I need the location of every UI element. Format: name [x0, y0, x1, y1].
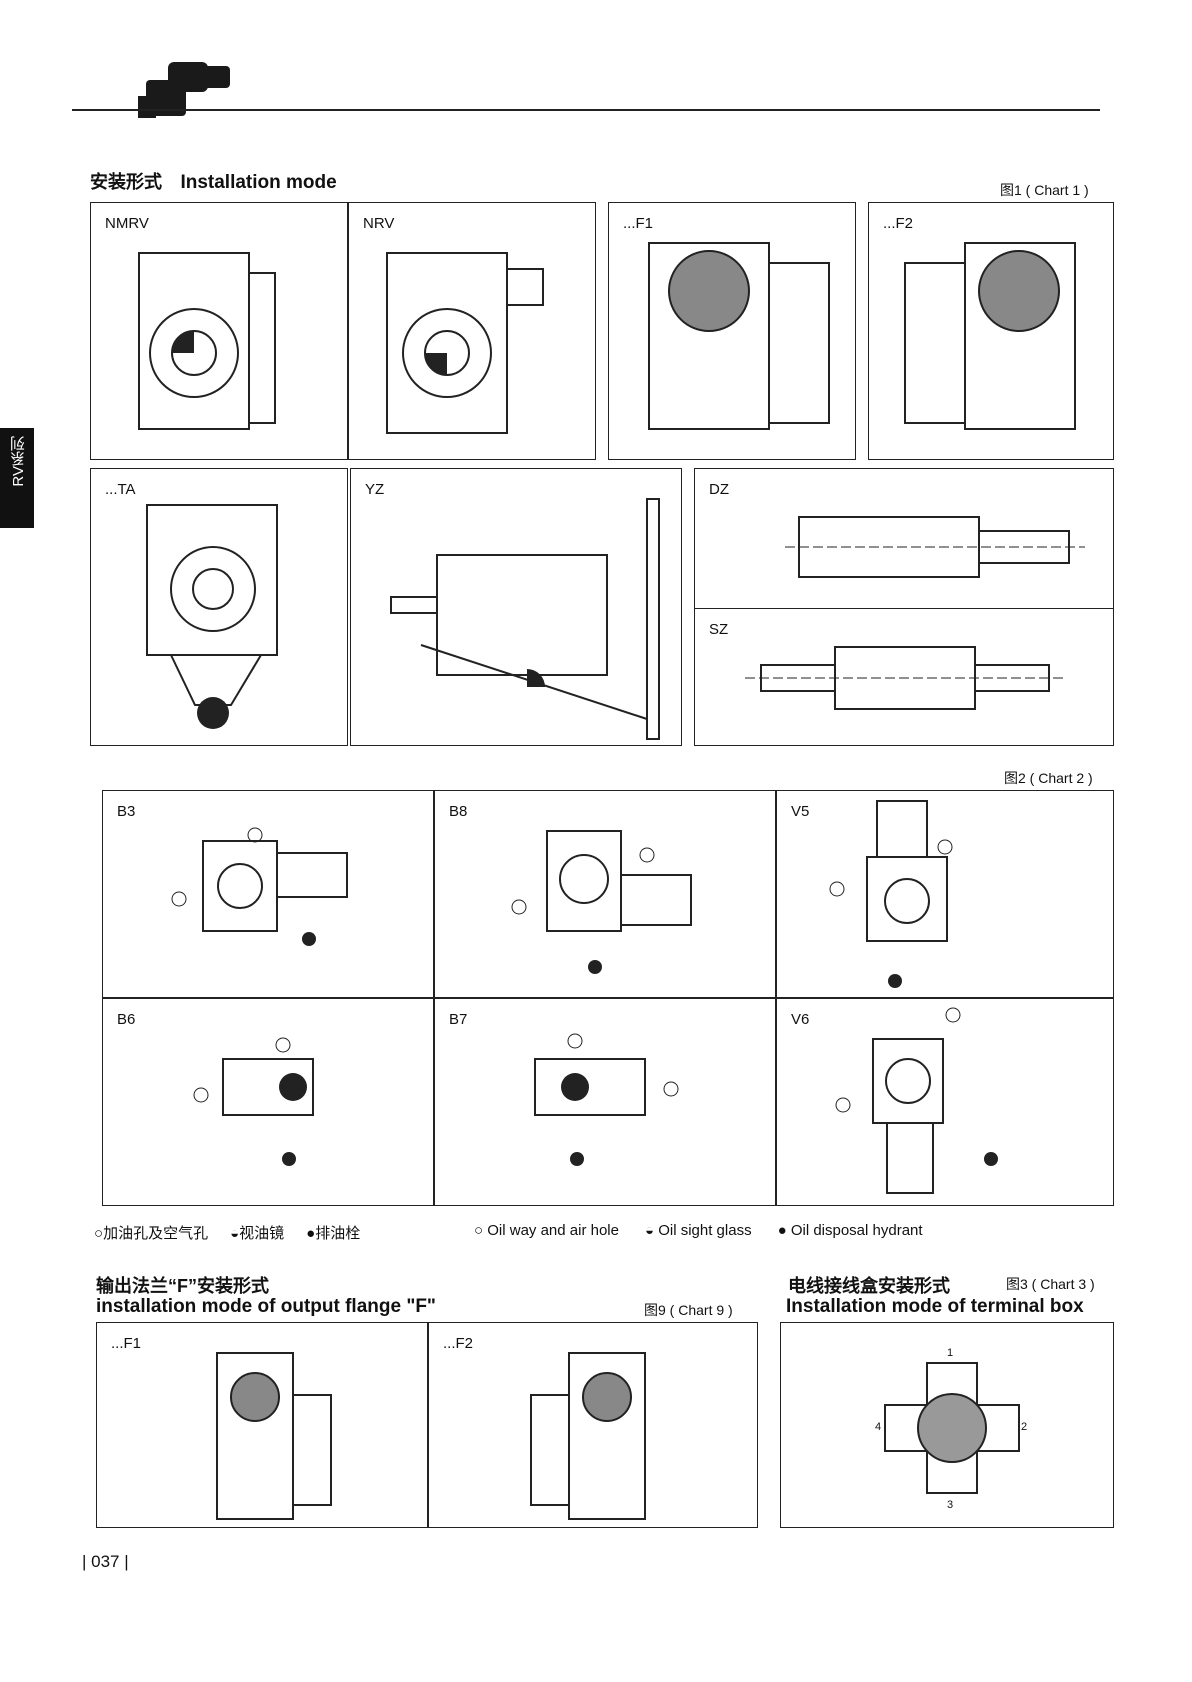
legend-item-oil-way: ○ Oil way and air hole [474, 1222, 619, 1239]
chart9-ref: 图9 ( Chart 9 ) [644, 1302, 733, 1318]
gearbox-drawing [386, 252, 544, 434]
panel-f2: ...F2 [868, 202, 1114, 460]
header-rule [72, 109, 1100, 111]
section1-title: 安装形式 Installation mode [90, 172, 337, 193]
panel-b8: B8 [434, 790, 776, 998]
chart1-ref: 图1 ( Chart 1 ) [1000, 182, 1089, 198]
header-product-image [138, 62, 230, 118]
section4-title-en: Installation mode of terminal box [786, 1296, 1084, 1317]
panel-v5: V5 [776, 790, 1114, 998]
chart2-ref: 图2 ( Chart 2 ) [1004, 770, 1093, 786]
panel-terminal-box: 1 2 3 4 [780, 1322, 1114, 1528]
section4-title-cn: 电线接线盒安装形式 [788, 1276, 950, 1296]
mounting-drawing [193, 1037, 314, 1166]
legend-item-disposal-cn: ●排油栓 [306, 1225, 361, 1242]
panel-f1: ...F1 [608, 202, 856, 460]
mounting-drawing [829, 800, 953, 988]
panel-v6: V6 [776, 998, 1114, 1206]
panel-sz: SZ [694, 608, 1114, 746]
panel-dz: DZ [694, 468, 1114, 610]
terminal-position-4: 4 [875, 1421, 882, 1433]
legend-item-disposal: ● Oil disposal hydrant [777, 1222, 923, 1239]
panel-b6: B6 [102, 998, 434, 1206]
side-tab-series: RV系列 [0, 428, 34, 528]
legend-cn: ○加油孔及空气孔 ◒视油镜 ●排油栓 [94, 1222, 360, 1243]
panel-yz: YZ [350, 468, 682, 746]
mounting-drawing [534, 1033, 679, 1166]
header-graphic [72, 62, 1100, 118]
legend-item-sight-glass: ◒ Oil sight glass [644, 1222, 752, 1239]
legend-en: ○ Oil way and air hole ◒ Oil sight glass… [474, 1222, 923, 1239]
legend-item-oil-way-cn: ○加油孔及空气孔 [94, 1225, 209, 1242]
legend-item-sight-glass-cn: ◒视油镜 [230, 1225, 285, 1242]
gearbox-drawing [146, 504, 278, 729]
terminal-box-drawing [884, 1362, 1020, 1494]
gearbox-drawing [648, 242, 830, 430]
gearbox-drawing [390, 498, 660, 740]
panel-nmrv: NMRV [90, 202, 348, 460]
panel-b3: B3 [102, 790, 434, 998]
section3-title-cn: 输出法兰“F”安装形式 [96, 1276, 269, 1296]
mounting-drawing [835, 1007, 998, 1194]
page-number: | 037 | [82, 1552, 129, 1571]
gearbox-drawing [138, 252, 276, 430]
terminal-position-1: 1 [947, 1347, 954, 1359]
panel-b7: B7 [434, 998, 776, 1206]
shaft-drawing [785, 516, 1085, 578]
section3-title-en: installation mode of output flange "F" [96, 1296, 436, 1317]
flange-drawing [530, 1352, 646, 1520]
chart3-ref: 图3 ( Chart 3 ) [1006, 1276, 1095, 1292]
shaft-drawing [745, 646, 1065, 710]
panel-nrv: NRV [348, 202, 596, 460]
terminal-position-2: 2 [1021, 1421, 1028, 1433]
mounting-drawing [511, 830, 692, 974]
mounting-drawing [171, 827, 348, 946]
flange-drawing [216, 1352, 332, 1520]
gearbox-drawing [904, 242, 1076, 430]
panel-flange-f2: ...F2 [428, 1322, 758, 1528]
panel-ta: ...TA [90, 468, 348, 746]
terminal-position-3: 3 [947, 1499, 954, 1511]
panel-flange-f1: ...F1 [96, 1322, 428, 1528]
